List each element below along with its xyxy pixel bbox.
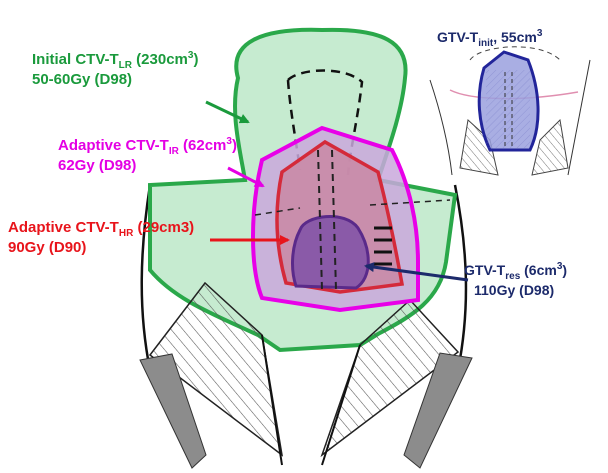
main-anatomy-sketch [140, 30, 472, 468]
gtv-init-hatch-overlay [486, 70, 530, 148]
gtv-res-region [293, 216, 369, 288]
ctv-lr-title: Initial CTV-TLR (230cm3) [32, 50, 198, 71]
gtv-res-dose: 110Gy (D98) [474, 282, 554, 298]
inset-left-wall [430, 80, 452, 175]
ctv-hr-dose: 90Gy (D90) [8, 239, 86, 256]
ctv-lr-dose: 50-60Gy (D98) [32, 71, 132, 88]
ctv-ir-dose: 62Gy (D98) [58, 157, 136, 174]
inset-right-wall [568, 60, 590, 175]
gtv-res-title: GTV-Tres (6cm3) [464, 261, 567, 282]
gtv-init-title: GTV-Tinit, 55cm3 [437, 28, 543, 49]
ctv-ir-title: Adaptive CTV-TIR (62cm3) [58, 136, 237, 157]
gtv-init-inset [430, 47, 590, 175]
